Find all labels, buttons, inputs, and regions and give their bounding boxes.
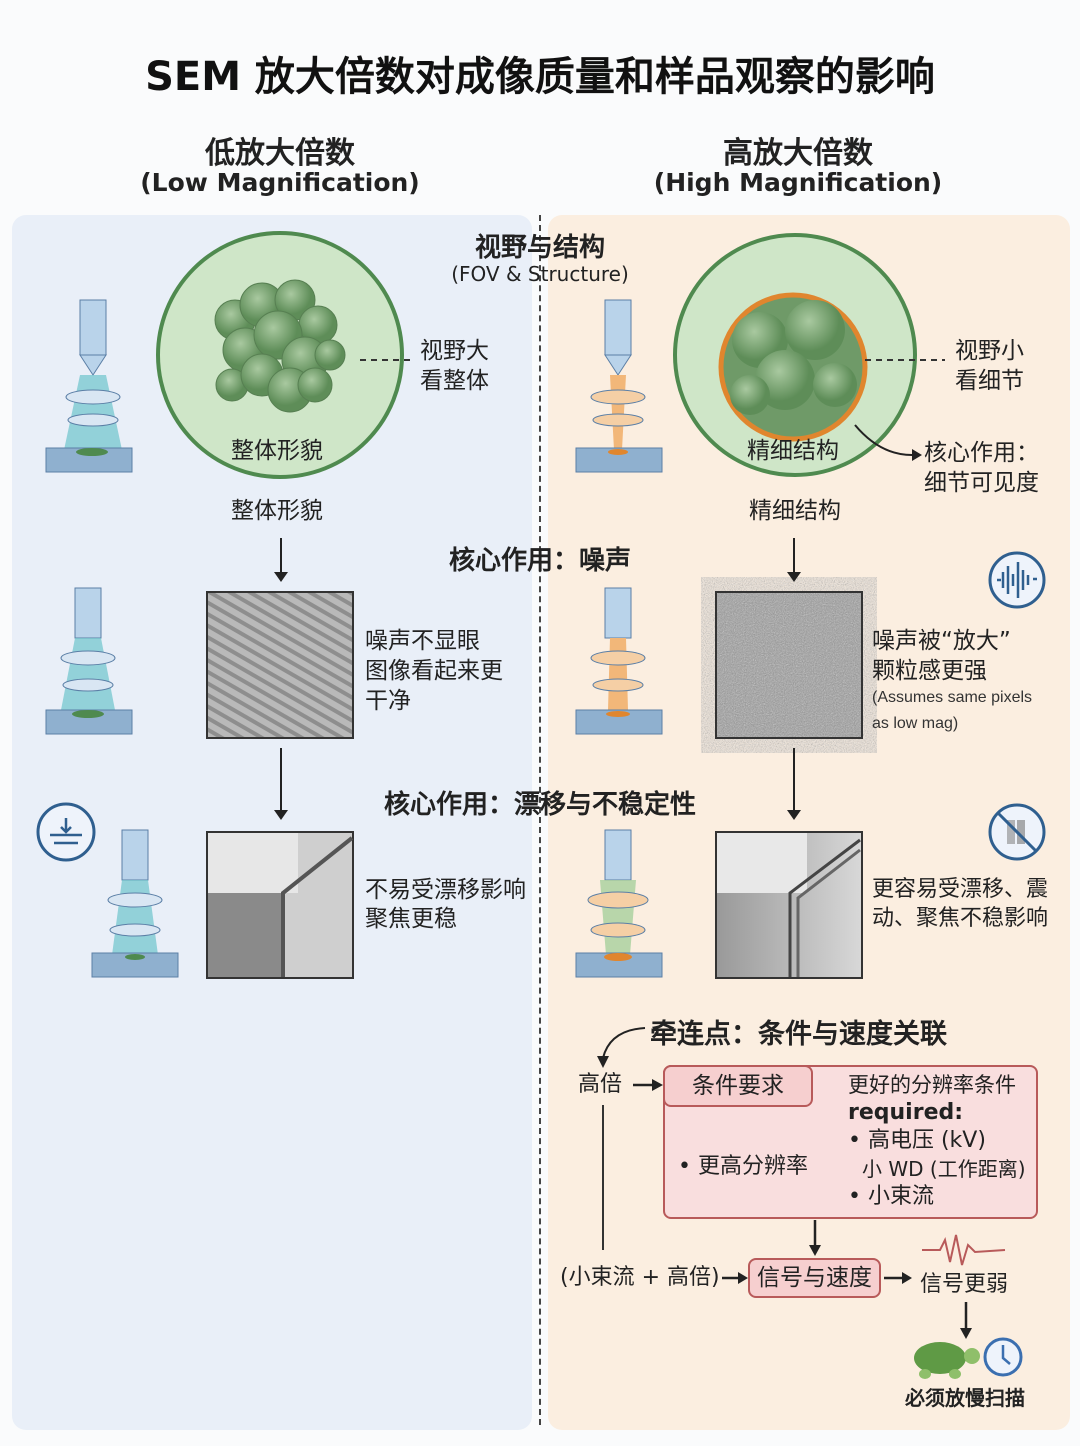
flow-title: 牵连点：条件与速度关联 (650, 1019, 947, 1050)
low-fov-label-1: 视野大 (420, 338, 489, 364)
clock-icon (983, 1337, 1023, 1377)
low-noise-image (206, 591, 354, 739)
low-noise-text-3: 干净 (365, 688, 411, 714)
weak-signal-icon (922, 1234, 1006, 1266)
arrow-down (787, 748, 801, 820)
microscope-low-drift-icon (91, 829, 179, 978)
section-fov-title: 视野与结构 (474, 233, 606, 263)
high-fov-label-2: 看细节 (955, 368, 1024, 394)
left-subheading: (Low Magnification) (140, 168, 420, 197)
low-fov-label-2: 看整体 (420, 368, 489, 394)
low-mag-fov-circle (156, 231, 404, 479)
page-title: SEM 放大倍数对成像质量和样品观察的影响 (145, 54, 935, 100)
high-mag-fov-circle (673, 233, 917, 477)
right-subheading: (High Magnification) (653, 168, 943, 197)
req-item-wd: 小 WD (工作距离) (862, 1157, 1026, 1181)
req-item-current: • 小束流 (848, 1184, 934, 1209)
no-blur-icon (988, 803, 1046, 861)
conditions-box: 条件要求 (663, 1065, 813, 1107)
microscope-high-fov-icon (575, 299, 663, 473)
section-drift-title: 核心作用：漂移与不稳定性 (383, 790, 697, 820)
flow-high-mag: 高倍 (578, 1072, 623, 1097)
arrow-down (787, 538, 801, 582)
turtle-icon (914, 1342, 980, 1379)
combo-text: (小束流 + 高倍) (560, 1265, 720, 1290)
high-noise-text-2: 颗粒感更强 (872, 658, 987, 684)
core-detail-label-1: 核心作用： (924, 440, 1039, 466)
microscope-low-noise-icon (45, 587, 133, 735)
waveform-icon (988, 551, 1046, 609)
low-noise-text-1: 噪声不显眼 (365, 628, 480, 654)
particle-cluster (214, 279, 346, 413)
noise-note-1: (Assumes same pixels (872, 689, 1033, 706)
stable-ground-icon (36, 802, 96, 862)
slow-scan-text: 必须放慢扫描 (905, 1386, 1025, 1410)
center-divider (539, 215, 541, 1425)
low-drift-text-1: 不易受漂移影响 (365, 877, 526, 903)
low-noise-text-2: 图像看起来更 (365, 658, 503, 684)
high-circle-label: 精细结构 (747, 438, 839, 464)
microscope-low-fov-icon (45, 299, 133, 473)
req-item-kv: • 高电压 (kV) (848, 1128, 986, 1153)
high-noise-text-1: 噪声被“放大” (872, 628, 1011, 654)
low-below-label: 整体形貌 (231, 498, 323, 524)
better-resolution-text: 更好的分辨率条件 (848, 1073, 1016, 1097)
high-below-label: 精细结构 (749, 498, 841, 524)
signal-speed-box: 信号与速度 (748, 1258, 881, 1298)
microscope-high-drift-icon (575, 829, 663, 978)
arrow-down (274, 538, 288, 582)
weaker-signal-text: 信号更弱 (920, 1272, 1009, 1297)
high-drift-image (715, 831, 863, 979)
noise-note-2: as low mag) (872, 715, 959, 732)
core-detail-label-2: 细节可见度 (924, 470, 1039, 496)
required-label: required: (848, 1100, 964, 1125)
low-drift-text-2: 聚焦更稳 (365, 906, 457, 932)
low-drift-image (206, 831, 354, 979)
arrow-down (274, 748, 288, 820)
section-fov-subtitle: (FOV & Structure) (451, 262, 629, 286)
left-heading: 低放大倍数 (205, 136, 355, 171)
higher-res-text: • 更高分辨率 (678, 1154, 808, 1179)
section-noise-title: 核心作用：噪声 (448, 546, 632, 576)
high-drift-text-2: 动、聚焦不稳影响 (872, 906, 1049, 931)
low-circle-label: 整体形貌 (231, 438, 323, 464)
high-fov-label-1: 视野小 (955, 338, 1024, 364)
microscope-high-noise-icon (575, 587, 663, 735)
high-drift-text-1: 更容易受漂移、震 (872, 877, 1049, 902)
right-heading: 高放大倍数 (723, 136, 873, 171)
